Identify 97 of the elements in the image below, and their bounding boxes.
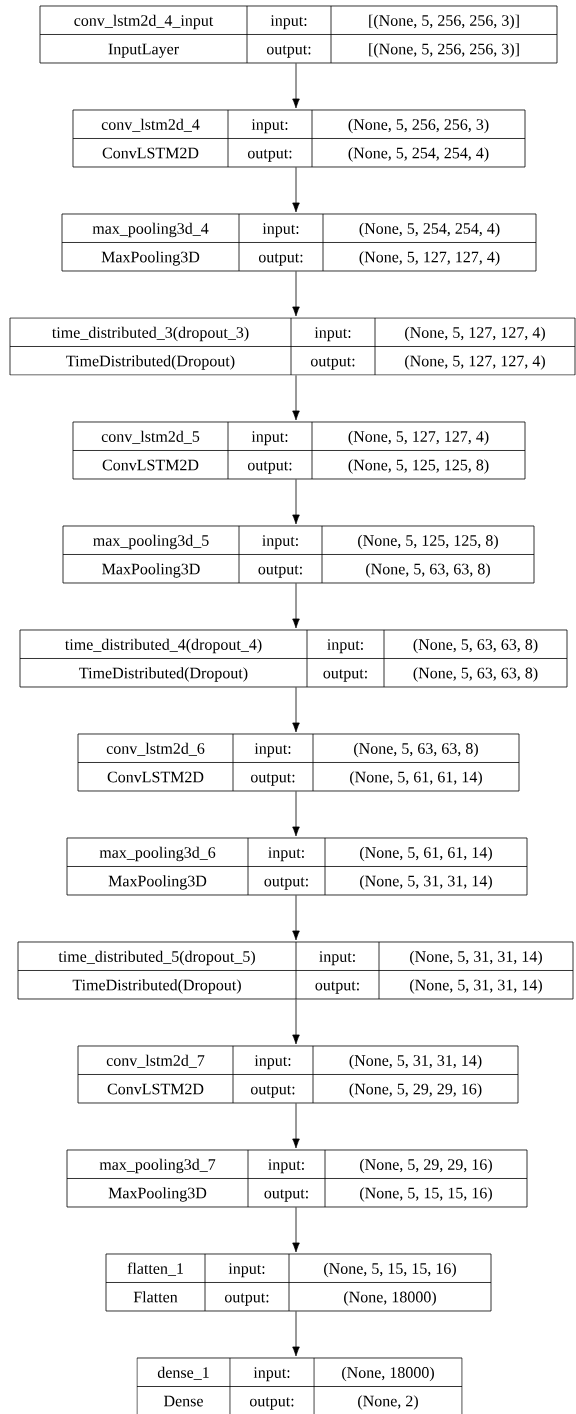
shape-value: [(None, 5, 256, 256, 3)]: [369, 14, 519, 30]
layer-type: ConvLSTM2D: [102, 459, 199, 471]
shape-value: (None, 5, 15, 15, 16): [360, 1187, 492, 1202]
layer-type: TimeDistributed(Dropout): [72, 979, 241, 994]
arrow: [292, 1311, 300, 1357]
shape-value: (None, 5, 63, 63, 8): [413, 667, 538, 682]
arrow: [292, 1103, 300, 1149]
port-label: input:: [251, 431, 288, 446]
layer-type: ConvLSTM2D: [107, 771, 204, 783]
layer-name: max_pooling3d_5: [93, 534, 209, 550]
shape-value: (None, 5, 63, 63, 8): [413, 638, 538, 654]
layer-type: MaxPooling3D: [108, 875, 207, 890]
port-label: input:: [314, 327, 351, 342]
shape-value: (None, 5, 31, 31, 14): [360, 875, 492, 890]
shape-value: (None, 5, 127, 127, 4): [405, 326, 545, 342]
arrow: [292, 999, 300, 1045]
port-label: input:: [262, 223, 299, 238]
arrow: [292, 479, 300, 525]
layer-name: max_pooling3d_6: [99, 846, 216, 862]
port-label: output:: [264, 877, 308, 890]
port-label: output:: [250, 773, 295, 786]
layer-type: ConvLSTM2D: [107, 1083, 204, 1095]
layer-name: time_distributed_3(dropout_3): [52, 326, 249, 342]
layer-type: TimeDistributed(Dropout): [66, 355, 235, 370]
shape-value: (None, 5, 15, 15, 16): [324, 1262, 456, 1278]
port-label: input:: [254, 743, 291, 758]
shape-value: (None, 5, 63, 63, 8): [354, 742, 478, 758]
arrow: [292, 1207, 300, 1253]
port-label: output:: [315, 981, 359, 994]
layer-name: max_pooling3d_4: [92, 222, 209, 238]
shape-value: (None, 18000): [344, 1291, 436, 1306]
layer-type: TimeDistributed(Dropout): [79, 667, 248, 682]
arrow: [292, 167, 300, 213]
layer-name: conv_lstm2d_6: [106, 742, 205, 756]
port-label: input:: [270, 15, 307, 30]
arrow: [292, 687, 300, 733]
shape-value: (None, 5, 31, 31, 14): [349, 1054, 482, 1070]
port-label: input:: [254, 1055, 291, 1070]
arrow: [292, 583, 300, 629]
arrow: [292, 791, 300, 837]
port-label: input:: [268, 1159, 304, 1174]
shape-value: (None, 5, 31, 31, 14): [410, 979, 542, 994]
layer-type: MaxPooling3D: [108, 1187, 207, 1202]
port-label: output:: [247, 461, 292, 474]
shape-value: (None, 5, 63, 63, 8): [366, 563, 490, 578]
port-label: output:: [258, 565, 302, 578]
layer-name: max_pooling3d_7: [99, 1158, 216, 1174]
port-label: output:: [247, 149, 292, 162]
shape-value: (None, 5, 29, 29, 16): [349, 1083, 482, 1098]
shape-value: (None, 5, 125, 125, 8): [348, 459, 489, 474]
shape-value: (None, 5, 254, 254, 4): [359, 222, 500, 238]
shape-value: (None, 5, 29, 29, 16): [360, 1158, 492, 1174]
layer-name: dense_1: [157, 1366, 209, 1380]
port-label: input:: [253, 1367, 290, 1382]
port-label: output:: [264, 1189, 308, 1202]
port-label: output:: [266, 45, 311, 58]
layer-type: Flatten: [133, 1291, 178, 1303]
shape-value: (None, 18000): [342, 1366, 434, 1382]
shape-value: (None, 5, 256, 256, 3): [348, 118, 489, 134]
layer-type: MaxPooling3D: [102, 563, 200, 578]
layer-name: conv_lstm2d_5: [101, 430, 200, 444]
arrow: [292, 63, 300, 109]
layer-name: conv_lstm2d_7: [106, 1054, 205, 1068]
port-label: input:: [228, 1263, 265, 1278]
port-label: input:: [262, 535, 298, 550]
port-label: output:: [258, 253, 303, 266]
layer-type: ConvLSTM2D: [102, 147, 199, 159]
port-label: input:: [327, 639, 363, 654]
port-label: input:: [268, 847, 304, 862]
shape-value: (None, 5, 31, 31, 14): [410, 950, 542, 966]
port-label: input:: [251, 119, 288, 134]
shape-value: (None, 5, 61, 61, 14): [350, 771, 482, 786]
layer-name: flatten_1: [127, 1262, 183, 1276]
port-label: output:: [310, 357, 355, 370]
port-label: output:: [249, 1397, 294, 1410]
port-label: output:: [250, 1085, 295, 1098]
port-label: output:: [323, 669, 367, 682]
layer-name: conv_lstm2d_4: [101, 118, 200, 132]
shape-value: (None, 5, 127, 127, 4): [348, 430, 489, 446]
layer-name: conv_lstm2d_4_input: [74, 14, 214, 30]
layer-name: time_distributed_5(dropout_5): [58, 950, 255, 966]
layer-name: time_distributed_4(dropout_4): [65, 638, 262, 654]
layer-type: Dense: [163, 1395, 203, 1407]
shape-value: (None, 5, 127, 127, 4): [405, 355, 545, 370]
port-label: input:: [319, 951, 355, 966]
shape-value: (None, 5, 127, 127, 4): [359, 251, 500, 266]
port-label: output:: [224, 1293, 269, 1306]
arrow: [292, 271, 300, 317]
shape-value: (None, 2): [358, 1395, 418, 1410]
shape-value: [(None, 5, 256, 256, 3)]: [369, 43, 519, 58]
arrow: [292, 375, 300, 421]
shape-value: (None, 5, 61, 61, 14): [360, 846, 492, 862]
layer-type: InputLayer: [108, 43, 179, 58]
layer-type: MaxPooling3D: [101, 251, 200, 266]
shape-value: (None, 5, 125, 125, 8): [358, 534, 498, 550]
arrow: [292, 895, 300, 941]
shape-value: (None, 5, 254, 254, 4): [348, 147, 489, 162]
